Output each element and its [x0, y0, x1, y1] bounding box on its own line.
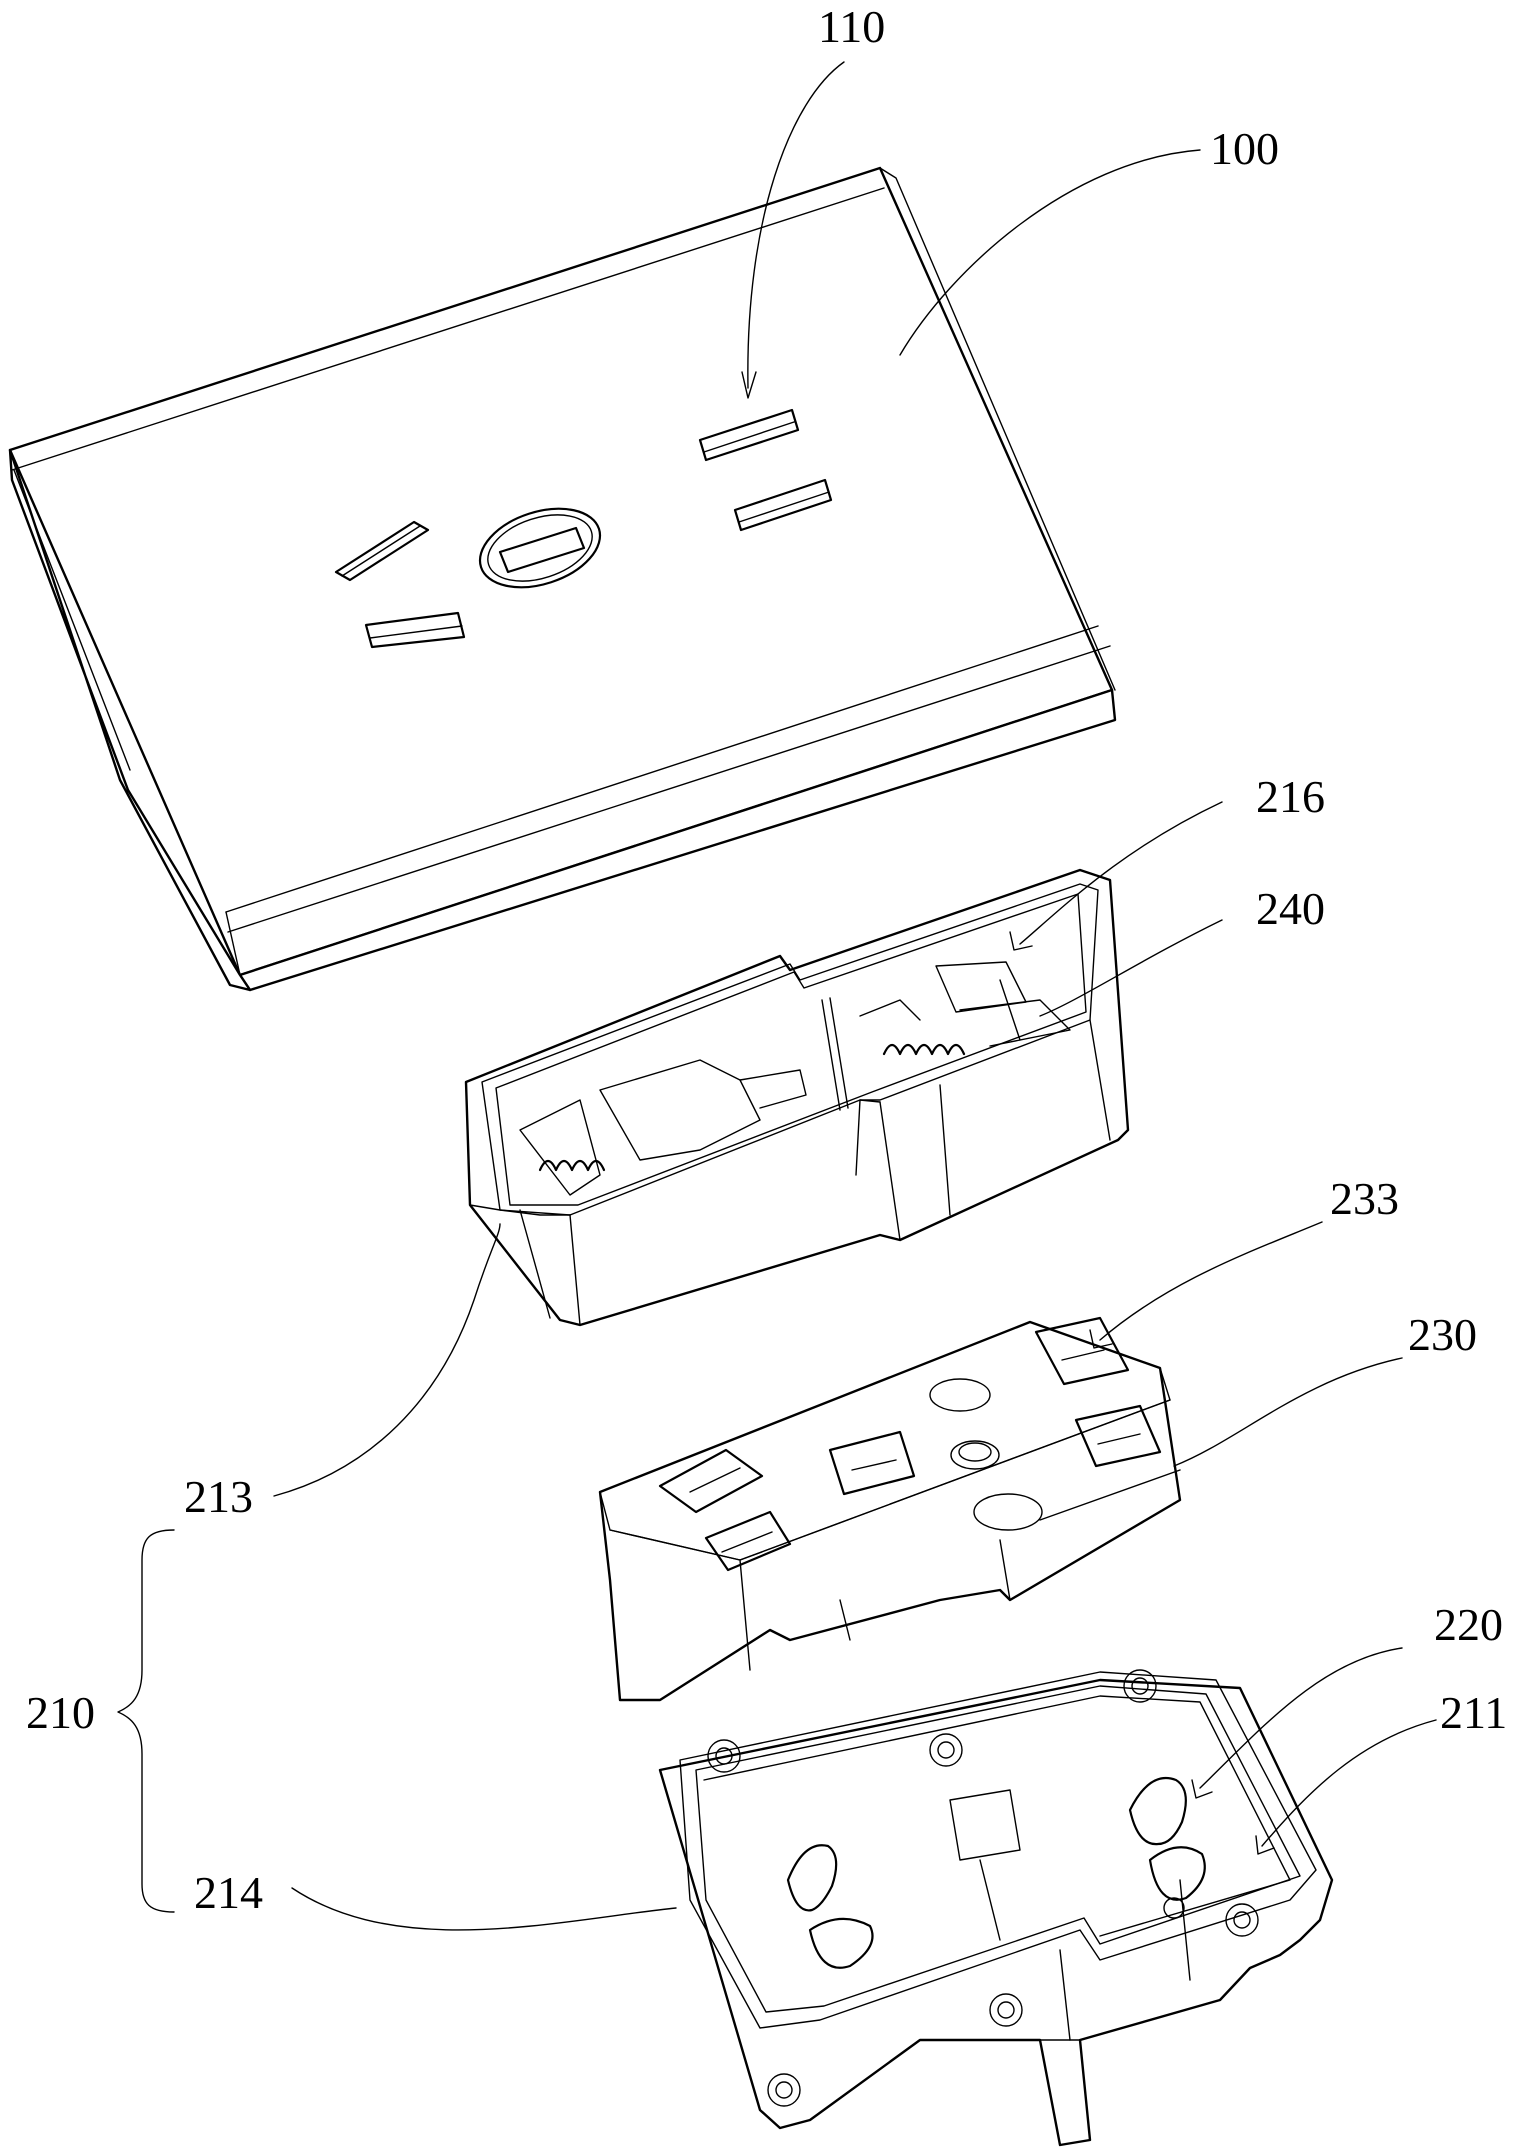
label-211: 211 [1440, 1687, 1507, 1738]
label-230: 230 [1408, 1309, 1477, 1360]
label-233: 233 [1330, 1173, 1399, 1224]
label-100: 100 [1210, 123, 1279, 174]
carrier-230 [598, 1316, 1182, 1702]
label-210: 210 [26, 1687, 95, 1738]
label-214: 214 [194, 1867, 263, 1918]
carrier-block-233 [658, 1316, 1162, 1572]
jack-110-slots [334, 408, 833, 649]
reference-labels: 110 100 216 240 233 230 213 210 220 211 … [26, 1, 1507, 1918]
lower-shell-214 [658, 1669, 1334, 2147]
label-213: 213 [184, 1471, 253, 1522]
conductive-part-220 [786, 1776, 1206, 1969]
label-110: 110 [818, 1, 885, 52]
upper-shell-213 [464, 868, 1130, 1327]
leader-lines [117, 61, 1437, 1931]
label-220: 220 [1434, 1599, 1503, 1650]
label-216: 216 [1256, 771, 1325, 822]
label-240: 240 [1256, 883, 1325, 934]
panel-100 [8, 166, 1117, 992]
